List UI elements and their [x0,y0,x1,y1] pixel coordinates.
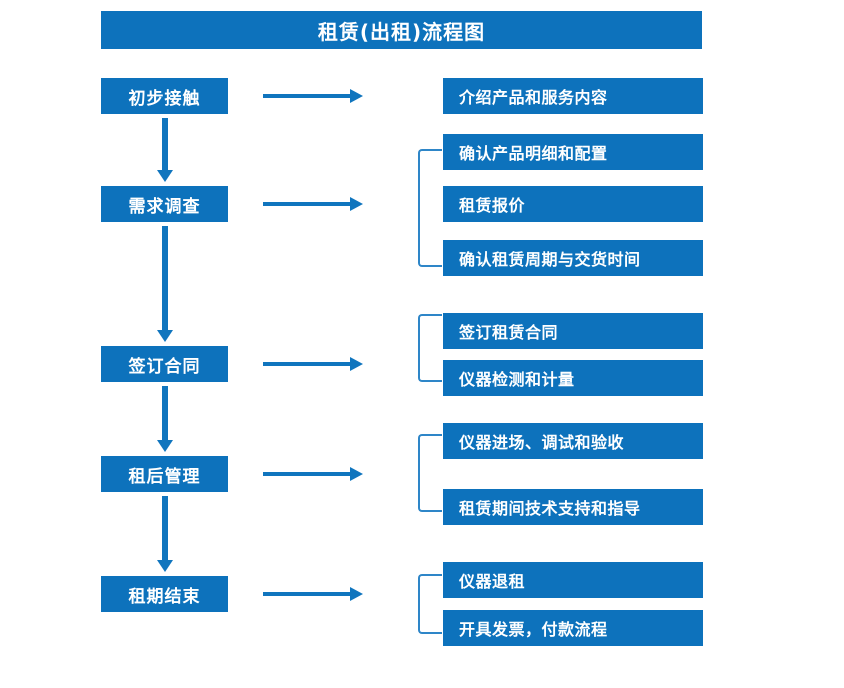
page-title: 租赁(出租)流程图 [101,11,702,49]
detail-box-1[interactable]: 介绍产品和服务内容 [443,78,703,114]
detail-arrow-right-4 [263,467,363,481]
detail-box-8[interactable]: 租赁期间技术支持和指导 [443,489,703,525]
detail-arrow-right-3 [263,357,363,371]
detail-box-3[interactable]: 租赁报价 [443,186,703,222]
group-bracket-1 [418,149,442,267]
group-bracket-3 [418,434,442,512]
stage-box-5[interactable]: 租期结束 [101,576,228,612]
flow-arrow-down-1 [157,118,173,182]
stage-box-1[interactable]: 初步接触 [101,78,228,114]
stage-box-2[interactable]: 需求调查 [101,186,228,222]
detail-box-6[interactable]: 仪器检测和计量 [443,360,703,396]
group-bracket-2 [418,314,442,382]
detail-box-9[interactable]: 仪器退租 [443,562,703,598]
flow-arrow-down-3 [157,386,173,452]
detail-box-7[interactable]: 仪器进场、调试和验收 [443,423,703,459]
detail-box-5[interactable]: 签订租赁合同 [443,313,703,349]
stage-box-3[interactable]: 签订合同 [101,346,228,382]
detail-arrow-right-1 [263,89,363,103]
stage-box-4[interactable]: 租后管理 [101,456,228,492]
detail-box-10[interactable]: 开具发票，付款流程 [443,610,703,646]
flow-arrow-down-2 [157,226,173,342]
flow-arrow-down-4 [157,496,173,572]
detail-box-4[interactable]: 确认租赁周期与交货时间 [443,240,703,276]
detail-arrow-right-2 [263,197,363,211]
detail-arrow-right-5 [263,587,363,601]
group-bracket-4 [418,574,442,634]
detail-box-2[interactable]: 确认产品明细和配置 [443,134,703,170]
